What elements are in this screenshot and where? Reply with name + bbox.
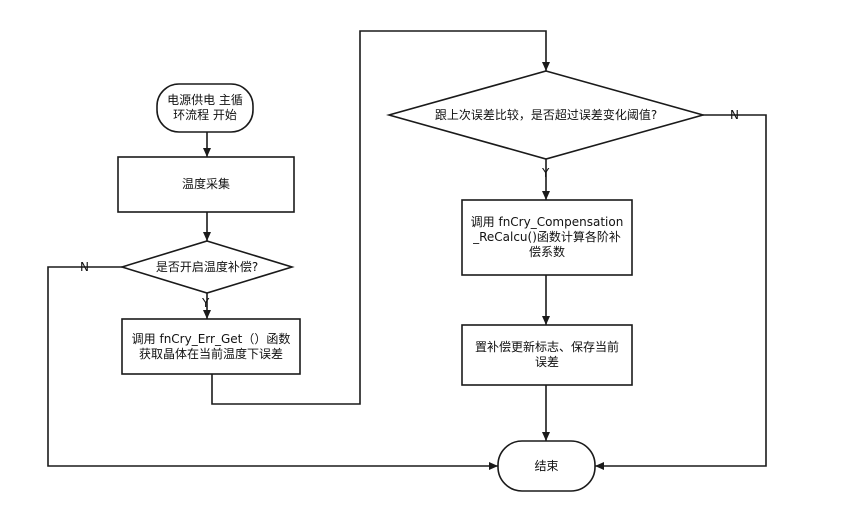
edge-enable-no-label: N xyxy=(80,260,89,274)
recalc-node-shape xyxy=(461,199,633,276)
recalc-node-label: 调用 fnCry_Compensation_ReCalcu()函数计算各阶补偿系… xyxy=(470,215,624,259)
edge-compare-no xyxy=(595,114,767,470)
edge-enable-yes-label: Y xyxy=(202,296,210,310)
edge-compare-no-label: N xyxy=(730,108,739,122)
start-node-shape xyxy=(156,83,254,133)
collect-node-shape xyxy=(117,156,295,213)
edge-geterror-compare xyxy=(211,30,550,405)
end-node-label: 结束 xyxy=(534,458,559,473)
start-node-label: 电源供电 主循环流程 开始 xyxy=(167,93,243,122)
update-node-label: 置补偿更新标志、保存当前误差 xyxy=(474,340,619,369)
get-error-node-label: 调用 fnCry_Err_Get（）函数获取晶体在当前温度下误差 xyxy=(131,331,291,361)
get-error-node-shape xyxy=(121,318,301,375)
edge-enable-no xyxy=(47,266,498,470)
edge-compare-yes-label: Y xyxy=(542,166,550,180)
update-node-shape xyxy=(461,324,633,386)
decision-compare-label: 跟上次误差比较，是否超过误差变化阈值? xyxy=(434,107,658,122)
decision-enable-label: 是否开启温度补偿? xyxy=(155,259,259,274)
collect-node-label: 温度采集 xyxy=(181,177,230,191)
